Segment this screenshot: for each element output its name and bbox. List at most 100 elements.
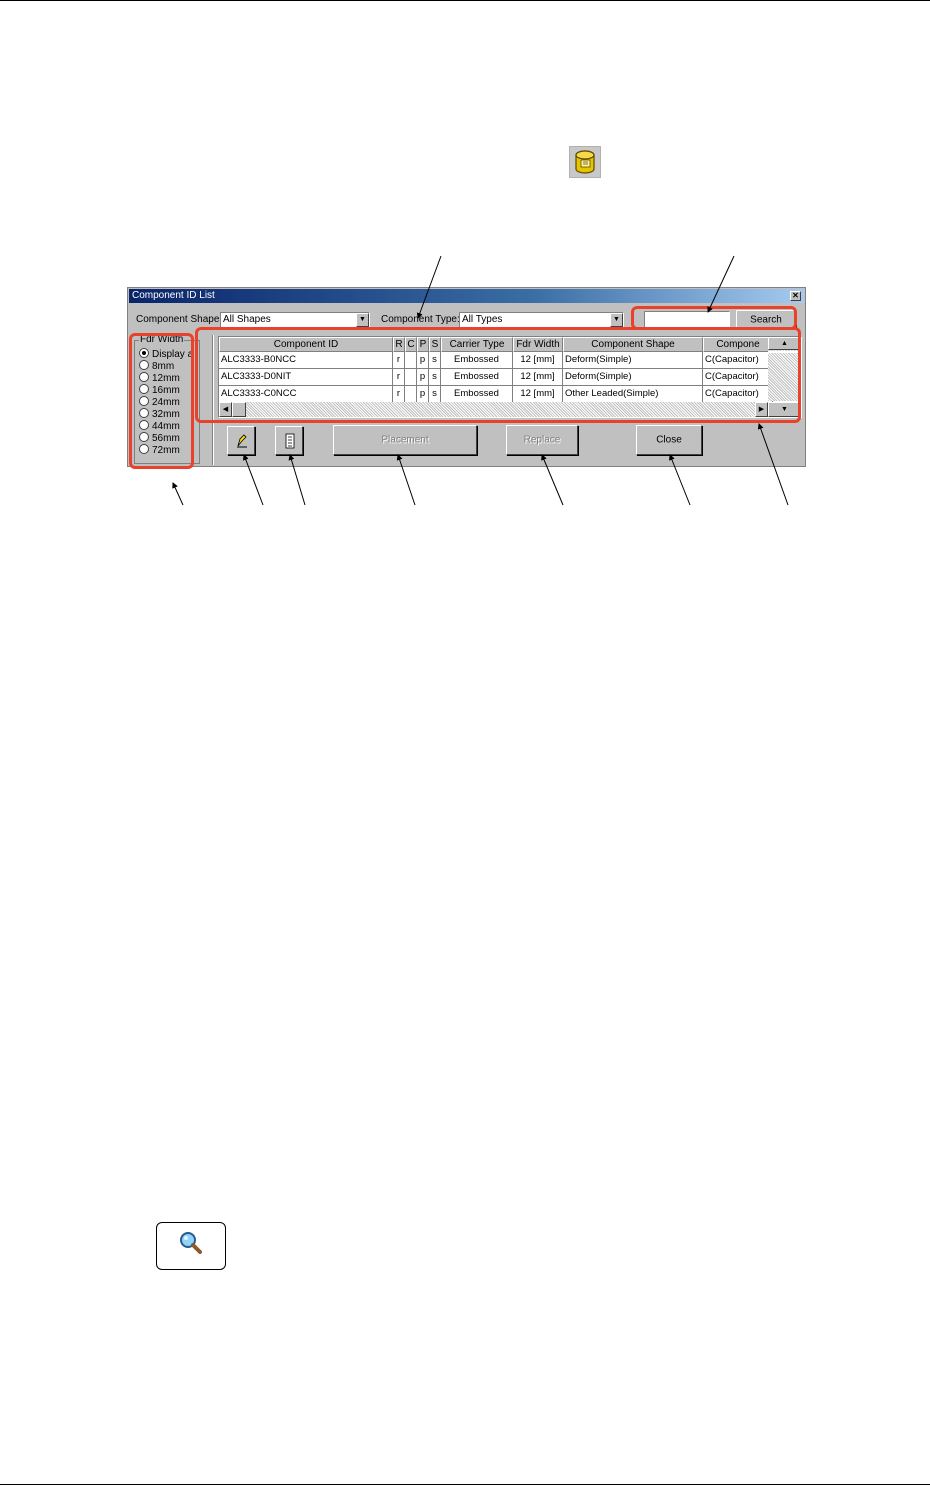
fdr-width-option[interactable]: 72mm: [139, 444, 180, 456]
callout-edit: [242, 454, 264, 506]
radio-icon[interactable]: [139, 396, 149, 406]
column-header[interactable]: Fdr Width: [513, 337, 563, 352]
fdr-width-option[interactable]: 44mm: [139, 420, 180, 432]
scroll-left-icon[interactable]: ◀: [219, 402, 232, 417]
horizontal-scrollbar[interactable]: ◀ ▶: [219, 402, 768, 417]
cell: Deform(Simple): [563, 369, 703, 386]
fdr-width-group: Fdr Width Display a 8mm 12mm 16mm 24mm 3…: [134, 334, 200, 464]
column-header[interactable]: Component Shape: [563, 337, 703, 352]
callout-search: [707, 255, 735, 313]
cell: p: [417, 369, 429, 386]
component-shape-select[interactable]: All Shapes ▼: [220, 312, 370, 328]
cell: r: [393, 369, 405, 386]
database-icon[interactable]: [569, 146, 601, 178]
column-header[interactable]: P: [417, 337, 429, 352]
option-label: 12mm: [152, 373, 180, 384]
radio-icon[interactable]: [139, 444, 149, 454]
radio-icon[interactable]: [139, 432, 149, 442]
page-top-rule: [0, 0, 930, 1]
cell: p: [417, 352, 429, 369]
fdr-width-option[interactable]: 24mm: [139, 396, 180, 408]
component-id-list-dialog: Component ID List ✕ Component Shape: All…: [127, 287, 806, 467]
column-header[interactable]: Carrier Type: [441, 337, 513, 352]
magnifier-button[interactable]: [156, 1222, 226, 1270]
callout-list: [288, 454, 306, 506]
search-highlight: [631, 306, 797, 330]
vertical-scrollbar[interactable]: ▲: [768, 337, 801, 401]
callout-close: [669, 454, 691, 506]
component-type-value: All Types: [462, 314, 503, 325]
pencil-icon: [237, 434, 247, 448]
search-button-label: Search: [750, 314, 782, 325]
component-shape-label: Component Shape:: [136, 314, 223, 325]
option-label: Display a: [152, 349, 194, 360]
cell: [405, 369, 417, 386]
cell: s: [429, 369, 441, 386]
cell: Embossed: [441, 352, 513, 369]
callout-replace: [541, 454, 564, 506]
radio-icon[interactable]: [139, 420, 149, 430]
column-header[interactable]: S: [429, 337, 441, 352]
column-header[interactable]: C: [405, 337, 417, 352]
fdr-width-title: Fdr Width: [139, 334, 185, 346]
option-label: 72mm: [152, 445, 180, 456]
panel-divider: [212, 335, 214, 465]
cell: [405, 352, 417, 369]
column-header[interactable]: R: [393, 337, 405, 352]
option-label: 44mm: [152, 421, 180, 432]
radio-icon[interactable]: [139, 360, 149, 370]
placement-label: Placement: [381, 434, 429, 446]
cell: Deform(Simple): [563, 352, 703, 369]
option-label: 16mm: [152, 385, 180, 396]
callout-fdr-width: [172, 482, 184, 506]
close-label: Close: [656, 434, 682, 446]
chevron-down-icon[interactable]: ▼: [356, 313, 369, 327]
replace-label: Replace: [523, 434, 561, 446]
cell: 12 [mm]: [513, 369, 563, 386]
callout-table: [757, 423, 789, 506]
cell: r: [393, 352, 405, 369]
cell: ALC3333-B0NCC: [219, 352, 393, 369]
cell: Embossed: [441, 369, 513, 386]
scroll-right-icon[interactable]: ▶: [755, 402, 768, 417]
fdr-width-highlight: [129, 333, 194, 469]
fdr-width-option[interactable]: 56mm: [139, 432, 180, 444]
cell: s: [429, 352, 441, 369]
titlebar: Component ID List ✕: [129, 289, 804, 303]
fdr-width-option[interactable]: 8mm: [139, 360, 174, 372]
scroll-up-icon[interactable]: ▲: [768, 337, 801, 350]
chevron-down-icon[interactable]: ▼: [610, 313, 623, 327]
option-label: 24mm: [152, 397, 180, 408]
radio-icon[interactable]: [139, 408, 149, 418]
dialog-title: Component ID List: [132, 290, 215, 301]
component-type-label: Component Type:: [381, 314, 460, 325]
radio-selected-icon[interactable]: [139, 348, 149, 358]
fdr-width-option[interactable]: 32mm: [139, 408, 180, 420]
option-label: 32mm: [152, 409, 180, 420]
cell: ALC3333-D0NIT: [219, 369, 393, 386]
scroll-thumb[interactable]: [232, 402, 246, 417]
close-icon[interactable]: ✕: [790, 291, 801, 301]
radio-icon[interactable]: [139, 372, 149, 382]
callout-component-type: [416, 255, 442, 319]
fdr-width-option[interactable]: 16mm: [139, 384, 180, 396]
component-shape-value: All Shapes: [223, 314, 271, 325]
column-header[interactable]: Component ID: [219, 337, 393, 352]
scrollbar-corner: ▼: [768, 402, 801, 417]
edit-button[interactable]: [227, 426, 255, 455]
close-button[interactable]: Close: [636, 425, 702, 455]
placement-button[interactable]: Placement: [333, 425, 477, 455]
option-label: 8mm: [152, 361, 175, 372]
fdr-width-option[interactable]: Display a: [139, 348, 193, 360]
callout-placement: [396, 454, 416, 506]
magnifier-icon: [180, 1232, 202, 1254]
cell: 12 [mm]: [513, 352, 563, 369]
component-type-select[interactable]: All Types ▼: [459, 312, 624, 328]
radio-icon[interactable]: [139, 384, 149, 394]
component-table[interactable]: Component ID R C P S Carrier Type Fdr Wi…: [218, 336, 802, 418]
scroll-thumb[interactable]: [768, 351, 801, 353]
table-highlight: [195, 327, 801, 423]
page-bottom-rule: [0, 1484, 930, 1485]
fdr-width-option[interactable]: 12mm: [139, 372, 180, 384]
